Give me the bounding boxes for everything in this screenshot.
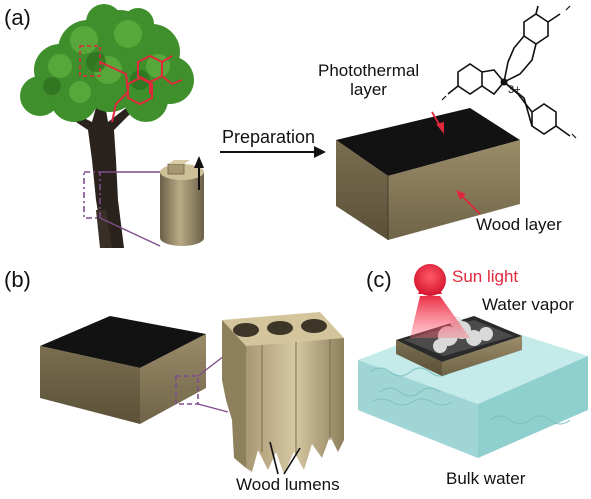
water-vapor-label: Water vapor (482, 295, 574, 314)
sun-light-beam (410, 264, 470, 338)
lumens-pointer (269, 441, 301, 475)
bulk-water-label: Bulk water (446, 469, 526, 488)
preparation-arrow (220, 146, 326, 158)
panel-label-a: (a) (4, 5, 31, 30)
iron-center (500, 78, 508, 86)
lignin-structure (99, 54, 183, 123)
evaporator-block-b (40, 316, 206, 424)
panel-label-c: (c) (366, 267, 392, 292)
block-zoom-lines (197, 355, 229, 413)
preparation-label: Preparation (222, 127, 316, 147)
trunk-zoom-lines (99, 171, 161, 247)
sun-light-label: Sun light (452, 267, 519, 286)
evaporator-block-a (336, 108, 520, 240)
panel-label-b: (b) (4, 267, 31, 292)
trunk-highlight-box (83, 171, 101, 219)
iron-charge-label: 3+ (508, 84, 521, 96)
wood-lumens-channels (222, 312, 344, 474)
wood-layer-label: Wood layer (476, 215, 562, 234)
block-highlight-box (175, 375, 199, 405)
photothermal-layer-label: Photothermal layer (318, 61, 420, 99)
growth-direction-arrow (194, 156, 204, 190)
wood-cylinder-sample (160, 160, 204, 246)
wood-layer-pointer (456, 190, 481, 215)
wood-lumens-label: Wood lumens (236, 475, 340, 494)
tree-illustration (20, 4, 194, 248)
photothermal-pointer (431, 111, 444, 134)
foliage-highlight-box (79, 45, 101, 77)
